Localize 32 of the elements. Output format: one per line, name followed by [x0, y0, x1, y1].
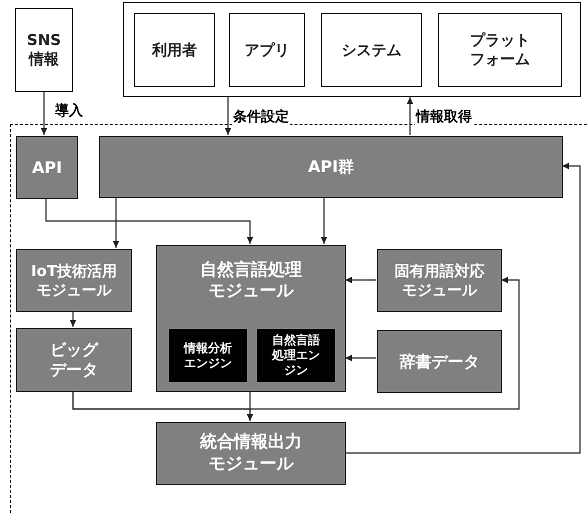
arrow — [45, 198, 254, 244]
module-box: 固有用語対応モジュール — [377, 249, 502, 312]
actor-box: アプリ — [229, 13, 305, 87]
module-box: 統合情報出力モジュール — [156, 422, 346, 485]
arrow — [72, 276, 520, 410]
arrow — [345, 276, 376, 284]
arrow — [40, 92, 48, 135]
actor-box: プラットフォーム — [438, 13, 562, 87]
engine-box: 情報分析エンジン — [169, 329, 247, 382]
arrow — [345, 354, 376, 362]
module-box: 自然言語処理モジュール 情報分析エンジン 自然言語処理エンジン — [156, 245, 346, 392]
arrow — [70, 311, 76, 327]
arrow — [224, 97, 232, 135]
data-box: 辞書データ — [377, 330, 502, 393]
api-group-box: API群 — [99, 136, 563, 198]
edge-label: 情報取得 — [415, 108, 473, 126]
actor-box: 利用者 — [134, 13, 215, 87]
arrow — [320, 197, 328, 244]
api-box: API — [16, 136, 78, 199]
group-frame — [123, 2, 581, 97]
system-boundary — [10, 124, 587, 513]
arrow — [112, 197, 120, 248]
actor-box: システム — [321, 13, 422, 87]
edge-label: 条件設定 — [232, 108, 290, 126]
source-box: SNS情報 — [15, 8, 73, 92]
arrow — [345, 162, 581, 454]
edge-label: 導入 — [54, 102, 84, 120]
data-box: ビッグデータ — [16, 328, 132, 392]
arrow — [246, 391, 254, 421]
arrow — [406, 97, 414, 135]
engine-box: 自然言語処理エンジン — [257, 329, 335, 382]
module-box: IoT技術活用モジュール — [16, 249, 132, 312]
